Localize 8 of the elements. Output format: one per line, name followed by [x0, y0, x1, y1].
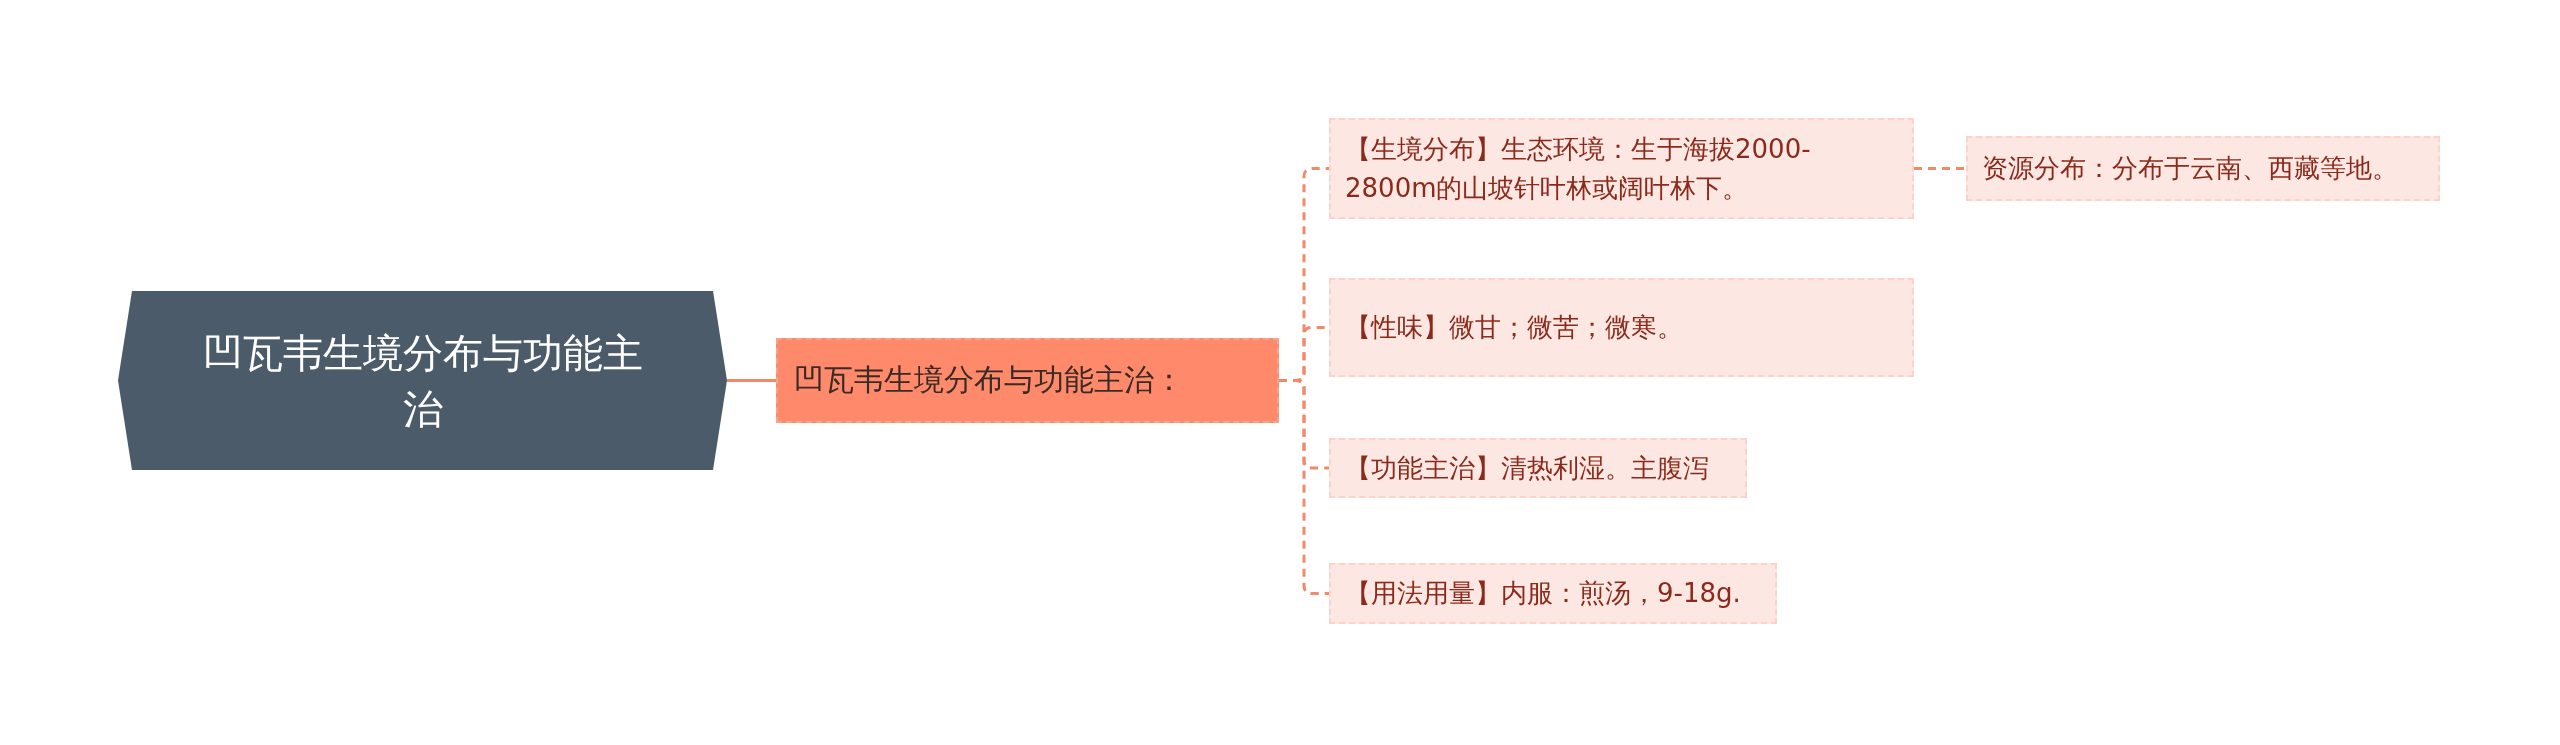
connector-line	[727, 379, 776, 382]
leaf-box: 资源分布：分布于云南、西藏等地。	[1966, 136, 2440, 201]
leaf-box: 【用法用量】内服：煎汤，9-18g.	[1329, 563, 1777, 624]
branch-box: 凹瓦韦生境分布与功能主治：	[776, 338, 1279, 423]
leaf-box: 【生境分布】生态环境：生于海拔2000-2800m的山坡针叶林或阔叶林下。	[1329, 118, 1914, 219]
leaf-box: 【功能主治】清热利湿。主腹泻	[1329, 438, 1747, 498]
connector-line	[1914, 167, 1966, 170]
leaf-box: 【性味】微甘；微苦；微寒。	[1329, 278, 1914, 377]
